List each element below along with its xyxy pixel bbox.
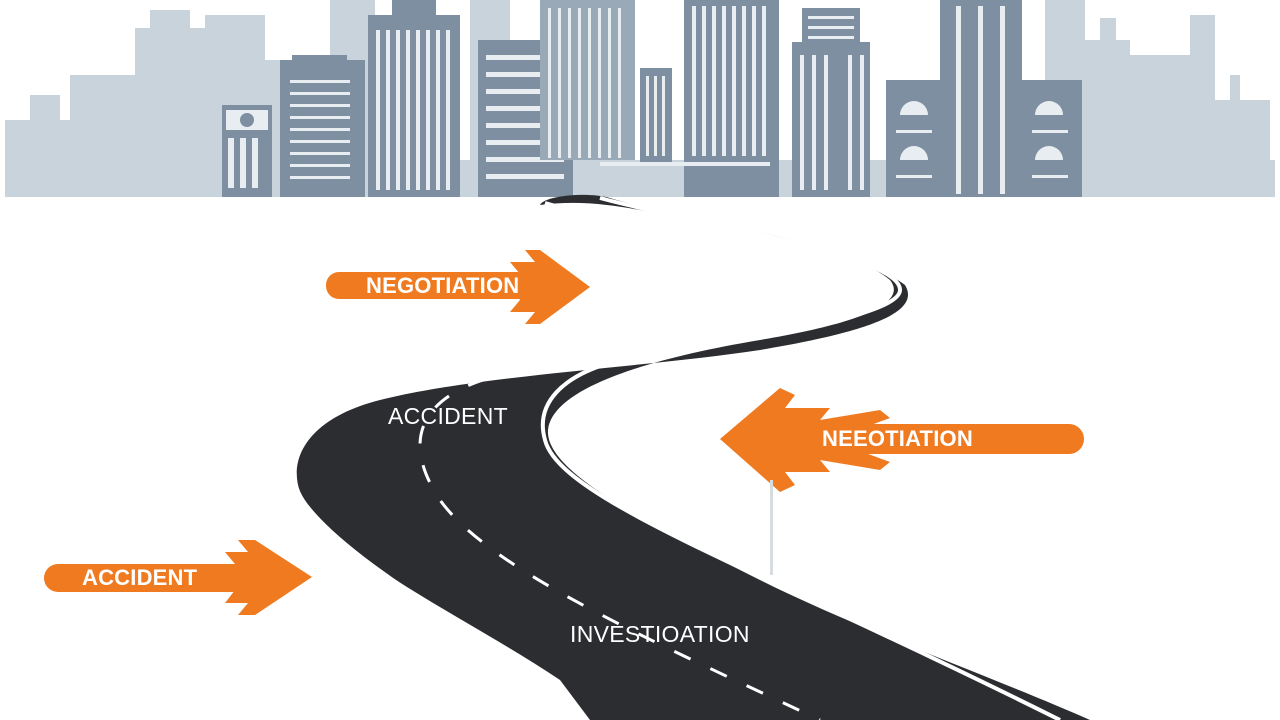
- arrow-label-middle: NEEOTIATION: [822, 426, 973, 451]
- road-edge-left: [291, 201, 763, 720]
- skyline-front-buildings: [222, 0, 1082, 197]
- sign-pole: [770, 480, 773, 575]
- arrow-negotiation-right: [326, 250, 590, 324]
- arrow-label-top: NEGOTIATION: [366, 273, 520, 298]
- road-label-accident: ACCIDENT: [388, 403, 508, 429]
- road-surface: [296, 194, 1090, 720]
- road-label-investigation: INVESTIOATION: [570, 621, 750, 647]
- road-edge-right: [540, 196, 1061, 720]
- arrow-label-bottom: ACCIDENT: [82, 565, 198, 590]
- arrow-accident-right: [44, 540, 312, 615]
- arrow-negotiation-left: [720, 388, 1084, 492]
